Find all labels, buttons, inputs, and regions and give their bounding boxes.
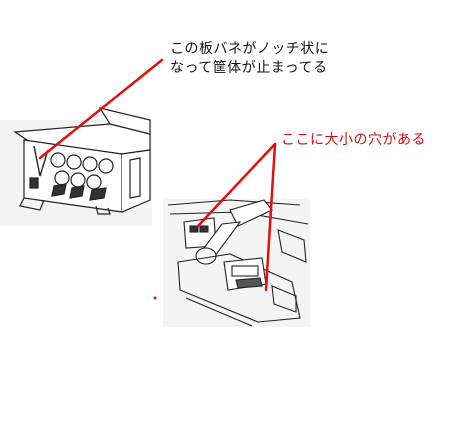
console-button bbox=[189, 225, 199, 233]
top-note-line1: この板バネがノッチ状に bbox=[170, 41, 330, 57]
housing-hole bbox=[86, 174, 102, 190]
red-dot-mark bbox=[153, 296, 157, 300]
housing-hole bbox=[98, 158, 114, 174]
leaf-spring-notch bbox=[33, 145, 49, 177]
leaf-spring-housing-drawing bbox=[13, 107, 151, 215]
housing-connector bbox=[69, 185, 85, 199]
right-annotation-note: ここに大小の穴がある bbox=[281, 132, 426, 148]
shift-knob bbox=[195, 247, 217, 265]
top-note-line2: なって筐体が止まってる bbox=[170, 60, 328, 76]
housing-connector bbox=[51, 183, 67, 197]
console-top-edge bbox=[167, 199, 301, 206]
top-annotation-note: この板バネがノッチ状に なって筐体が止まってる bbox=[170, 40, 390, 78]
annotation-lines bbox=[38, 58, 277, 292]
console-button bbox=[199, 225, 209, 233]
housing-connector bbox=[89, 187, 107, 201]
console-body bbox=[177, 253, 301, 323]
console-right-trim bbox=[277, 229, 307, 263]
console-bottom-edge bbox=[185, 297, 253, 327]
housing-side-bracket bbox=[129, 157, 141, 199]
console-drawing bbox=[167, 199, 309, 327]
housing-hole bbox=[82, 156, 98, 172]
left-drawing-panel bbox=[0, 107, 152, 226]
housing-top-cover bbox=[98, 107, 151, 135]
housing-hole bbox=[50, 152, 66, 168]
right-drawing-panel bbox=[163, 199, 310, 327]
housing-side-face bbox=[121, 149, 151, 213]
housing-base-foot-left bbox=[19, 197, 45, 211]
right-annotation-line-to-upper-holes bbox=[196, 142, 277, 228]
housing-base-foot-right bbox=[95, 205, 111, 215]
housing-hole bbox=[66, 154, 82, 170]
housing-slot bbox=[29, 177, 39, 189]
console-side-panel bbox=[271, 285, 297, 313]
right-annotation-line-to-lower-holes bbox=[264, 142, 277, 292]
top-annotation-line bbox=[38, 58, 164, 160]
console-display bbox=[231, 265, 259, 277]
console-control-strip bbox=[235, 277, 263, 289]
